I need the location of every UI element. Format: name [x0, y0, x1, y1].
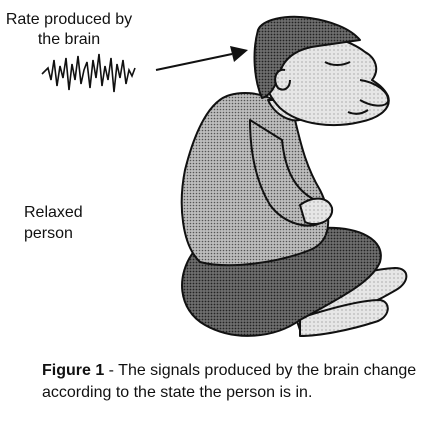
- rate-label: Rate produced by the brain: [5, 11, 133, 48]
- figure-caption: Figure 1 - The signals produced by the b…: [42, 360, 432, 404]
- relaxed-person-illustration: [180, 15, 408, 337]
- arrow-icon: [155, 46, 248, 71]
- figure-number: Figure 1: [42, 362, 105, 379]
- relaxed-person-label: Relaxed person: [24, 204, 83, 242]
- caption-text: - The signals produced by the brain chan…: [42, 362, 417, 401]
- brain-wave-icon: [41, 53, 136, 93]
